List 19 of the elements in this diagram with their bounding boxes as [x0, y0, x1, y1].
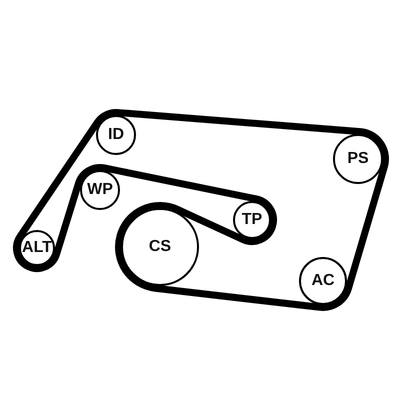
pulley-label: PS: [347, 151, 369, 167]
belt: [117, 109, 360, 136]
belt: [198, 216, 234, 238]
pulley-label: TP: [242, 212, 262, 228]
pulley: [96, 115, 136, 155]
belt: [22, 122, 99, 232]
belt: [119, 168, 257, 202]
pulley-label: AC: [311, 273, 335, 289]
pulley: [121, 208, 199, 286]
pulley-label: ALT: [22, 240, 52, 256]
belt: [154, 284, 300, 308]
pulley-label: WP: [87, 182, 113, 198]
belt: [53, 182, 82, 256]
pulley-label: CS: [148, 239, 172, 255]
belt: [345, 183, 383, 290]
pulley: [80, 170, 120, 210]
pulley: [299, 257, 347, 305]
pulley-label: ID: [108, 127, 124, 143]
pulley: [333, 134, 383, 184]
